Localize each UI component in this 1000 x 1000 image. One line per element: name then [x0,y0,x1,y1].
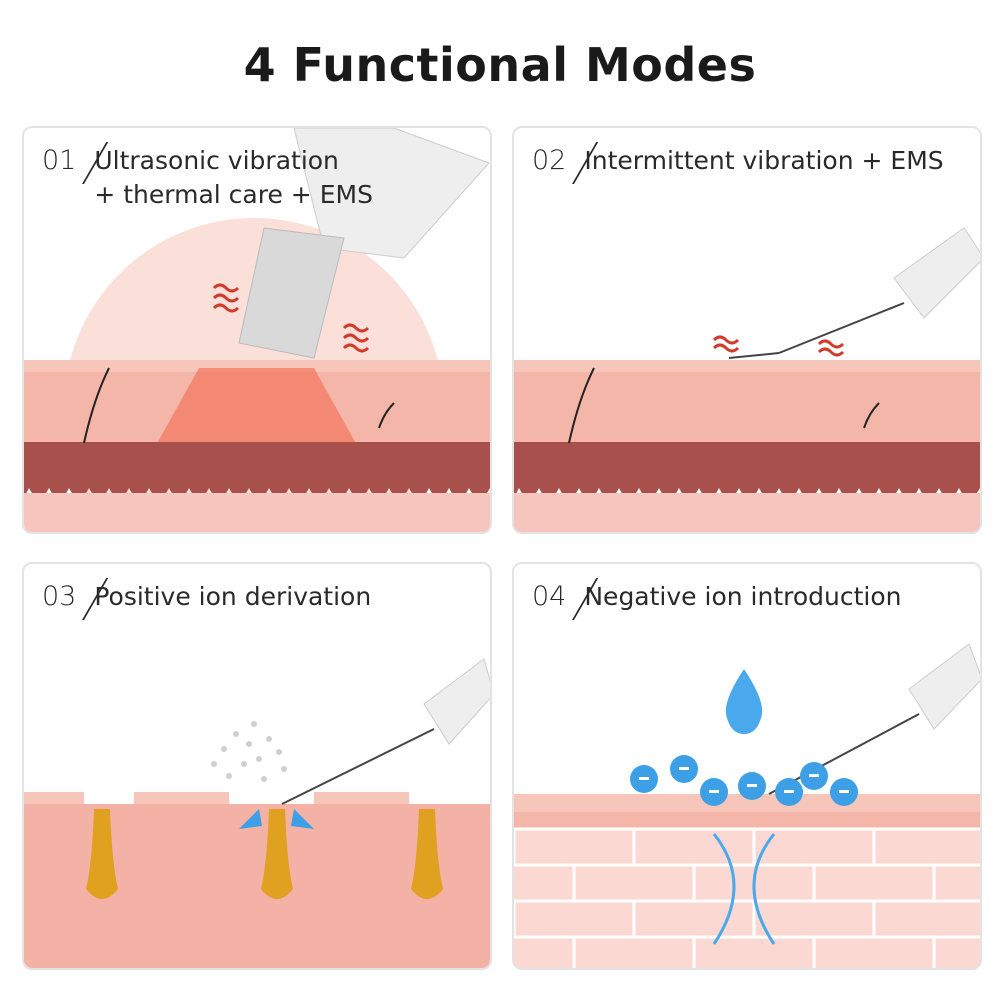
mode-label-line1: Intermittent vibration + EMS [584,146,944,175]
device-probe-icon [768,643,980,795]
mode-panel-2: 02 Intermittent vibration + EMS [512,126,982,534]
water-drop-icon [725,669,763,734]
vibration-wave-icon [212,283,370,353]
mode-label-line1: Positive ion derivation [94,582,372,611]
skin-illustration-negative-ion [514,643,980,968]
mode-heading-1: 01 Ultrasonic vibration + thermal care +… [42,142,373,212]
mode-heading-3: 03 Positive ion derivation [42,578,372,620]
mode-number: 01 [42,145,77,176]
ion-arrow-icon [239,809,314,829]
mode-label-line1: Ultrasonic vibration [94,146,339,175]
mode-number: 03 [42,581,77,612]
skin-illustration-positive-ion [24,658,490,968]
mode-heading-2: 02 Intermittent vibration + EMS [532,142,944,184]
mode-heading-4: 04 Negative ion introduction [532,578,902,620]
mode-label-line1: Negative ion introduction [584,582,902,611]
skin-illustration-intermittent [514,227,980,532]
mode-label-line2: + thermal care + EMS [94,180,373,209]
particle-cloud-icon [211,721,287,782]
vibration-wave-icon [712,335,845,357]
device-probe-icon [281,658,490,805]
hair-follicle-icon [86,809,443,899]
mode-number: 02 [532,145,567,176]
mode-number: 04 [532,581,567,612]
page-title: 4 Functional Modes [243,38,757,92]
ultrasonic-device-icon [238,128,490,359]
mode-panel-4: 04 Negative ion introduction [512,562,982,970]
mode-panel-3: 03 Positive ion derivation [22,562,492,970]
mode-panel-1: 01 Ultrasonic vibration + thermal care +… [22,126,492,534]
skin-cell-grid [514,827,980,968]
circulation-arrow-icon [712,833,776,945]
skin-illustration-ultrasonic [24,128,490,532]
device-probe-icon [728,227,980,359]
